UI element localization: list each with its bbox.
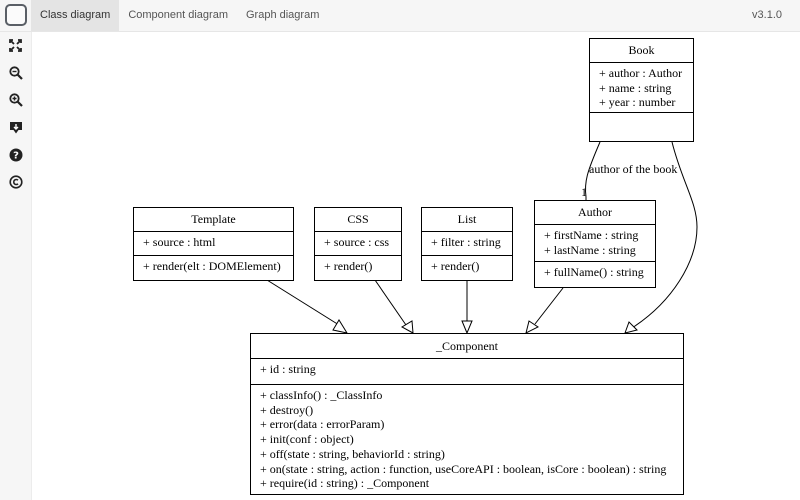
method-line: + error(data : errorParam) (260, 417, 385, 432)
method-line: + destroy() (260, 402, 314, 417)
class-attributes: + filter : string (422, 232, 512, 256)
class-attributes: + author : Author + name : string + year… (590, 63, 693, 113)
download-icon (9, 121, 22, 133)
class-methods: + render() (422, 256, 512, 277)
attribute-line: + name : string (599, 80, 672, 95)
tab-component-diagram[interactable]: Component diagram (128, 9, 228, 21)
class-css[interactable]: CSS + source : css + render() (314, 207, 402, 281)
diagram-tabs: Class diagram Component diagram Graph di… (31, 0, 328, 31)
app-logo (5, 4, 27, 26)
association-multiplicity: 1 (581, 185, 587, 199)
class-author[interactable]: Author + firstName : string + lastName :… (534, 200, 656, 288)
class-attributes: + firstName : string + lastName : string (535, 225, 655, 262)
class-methods: + render(elt : DOMElement) (134, 256, 293, 277)
tab-graph-diagram[interactable]: Graph diagram (245, 9, 320, 21)
attribute-line: + filter : string (431, 235, 501, 249)
left-toolbar: ? (0, 32, 32, 500)
svg-text:?: ? (13, 150, 19, 161)
list-inheritance-arrow (461, 320, 473, 335)
attribute-line: + author : Author (599, 66, 683, 80)
method-line: + classInfo() : _ClassInfo (260, 388, 383, 402)
help-icon: ? (9, 148, 22, 161)
version-label: v3.1.0 (752, 9, 782, 21)
relations-layer (266, 141, 698, 335)
fullscreen-button[interactable] (7, 37, 24, 54)
fullscreen-icon (9, 39, 22, 52)
author-inheritance-arrow (525, 320, 539, 334)
book-inheritance-arrow (624, 321, 638, 334)
class-title: Book (590, 39, 693, 63)
attribute-line: + id : string (260, 362, 316, 376)
class-methods: + render() (315, 256, 401, 277)
author-component-edge (534, 287, 564, 325)
book-author-association (584, 141, 601, 200)
top-bar: Class diagram Component diagram Graph di… (0, 0, 800, 32)
method-line: + render() (431, 259, 480, 273)
class-attributes: + id : string (251, 359, 683, 385)
template-component-edge (266, 279, 340, 326)
zoom-in-button[interactable] (7, 91, 24, 108)
method-line: + off(state : string, behaviorId : strin… (260, 446, 445, 461)
class-title: List (422, 208, 512, 232)
class-methods (590, 113, 693, 141)
class-methods: + fullName() : string (535, 262, 655, 283)
css-inheritance-arrow (400, 320, 414, 334)
class-attributes: + source : css (315, 232, 401, 256)
diagram-canvas[interactable]: author of the book 1 Book + author : Aut… (32, 32, 800, 500)
class-template[interactable]: Template + source : html + render(elt : … (133, 207, 294, 281)
css-component-edge (374, 279, 407, 326)
class-methods: + classInfo() : _ClassInfo + destroy() +… (251, 385, 683, 494)
help-button[interactable]: ? (7, 146, 24, 163)
class-attributes: + source : html (134, 232, 293, 256)
association-label: author of the book (589, 162, 678, 176)
copyright-icon (8, 174, 23, 189)
tab-class-diagram[interactable]: Class diagram (31, 0, 120, 31)
method-line: + require(id : string) : _Component (260, 476, 430, 491)
class-title: Author (535, 201, 655, 225)
copyright-button[interactable] (7, 173, 24, 190)
method-line: + on(state : string, action : function, … (260, 461, 667, 476)
class-title: _Component (251, 334, 683, 359)
attribute-line: + year : number (599, 95, 676, 110)
attribute-line: + lastName : string (544, 242, 636, 257)
class-title: Template (134, 208, 293, 232)
download-button[interactable] (7, 119, 24, 136)
class-title: CSS (315, 208, 401, 232)
attribute-line: + source : html (143, 235, 216, 249)
attribute-line: + source : css (324, 235, 390, 249)
method-line: + render() (324, 259, 373, 273)
class-list[interactable]: List + filter : string + render() (421, 207, 513, 281)
method-line: + init(conf : object) (260, 432, 354, 447)
method-line: + fullName() : string (544, 265, 644, 279)
book-component-edge (631, 141, 698, 329)
zoom-out-button[interactable] (7, 64, 24, 81)
method-line: + render(elt : DOMElement) (143, 259, 281, 273)
zoom-in-icon (8, 92, 23, 107)
class-component[interactable]: _Component + id : string + classInfo() :… (250, 333, 684, 495)
zoom-out-icon (8, 65, 23, 80)
class-book[interactable]: Book + author : Author + name : string +… (589, 38, 694, 142)
attribute-line: + firstName : string (544, 228, 639, 242)
template-inheritance-arrow (332, 319, 349, 334)
